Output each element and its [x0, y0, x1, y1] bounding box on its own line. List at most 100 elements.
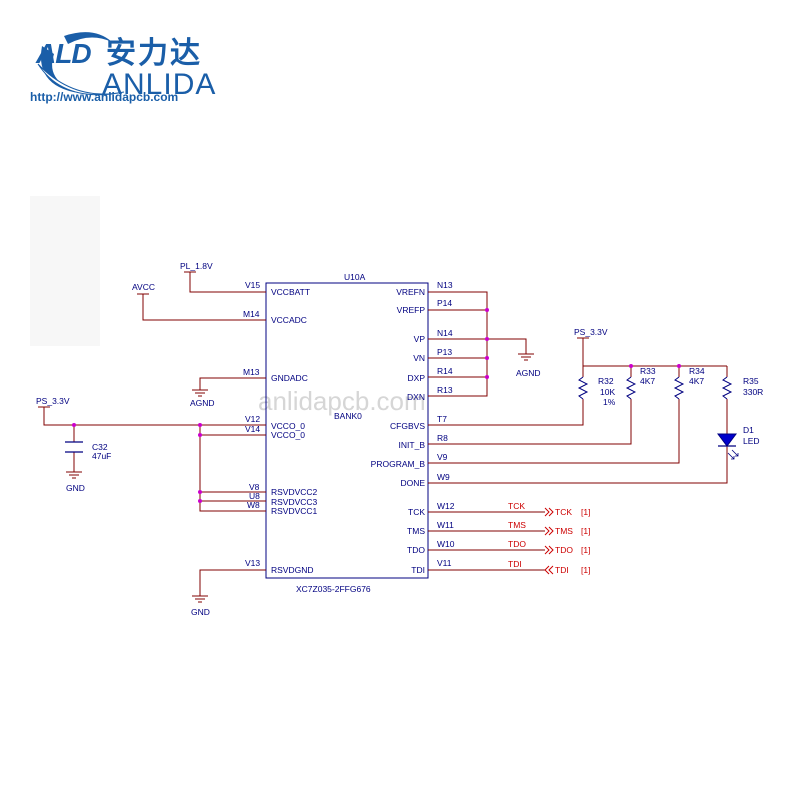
- chip-bank: BANK0: [334, 411, 362, 421]
- pin-name-tdo: TDO: [407, 545, 425, 555]
- pin-num-m14: M14: [243, 309, 260, 319]
- r32-tol: 1%: [603, 397, 616, 407]
- pin-num-v14: V14: [245, 424, 260, 434]
- pl-1v8-label: PL_1.8V: [180, 261, 213, 271]
- logo[interactable]: ALD 安力达 ANLIDA http://www.anlidapcb.com: [24, 14, 217, 109]
- page-ref-tdi: [1]: [581, 565, 590, 575]
- pin-num-r8: R8: [437, 433, 448, 443]
- port-tdi-icon[interactable]: [544, 565, 554, 575]
- resistor-r35[interactable]: [721, 376, 733, 400]
- pin-num-v12: V12: [245, 414, 260, 424]
- page-ref-tck: [1]: [581, 507, 590, 517]
- pin-name-rsvdvcc1: RSVDVCC1: [271, 506, 318, 516]
- port-tms: TMS: [555, 526, 573, 536]
- pin-num-v11: V11: [437, 558, 452, 568]
- pin-name-vccbatt: VCCBATT: [271, 287, 310, 297]
- pin-num-t7: T7: [437, 414, 447, 424]
- pin-num-r14: R14: [437, 366, 453, 376]
- r34-val: 4K7: [689, 376, 704, 386]
- pin-name-vcco0-b: VCCO_0: [271, 430, 305, 440]
- pin-name-rsvdgnd: RSVDGND: [271, 565, 314, 575]
- pin-num-w10: W10: [437, 539, 455, 549]
- pin-num-v8: V8: [249, 482, 260, 492]
- pin-num-u8: U8: [249, 491, 260, 501]
- r35-val: 330R: [743, 387, 763, 397]
- ground-icon: [66, 353, 534, 603]
- port-tck-icon[interactable]: [544, 507, 554, 517]
- d1-val: LED: [743, 436, 760, 446]
- port-tdi: TDI: [555, 565, 569, 575]
- pin-num-p14: P14: [437, 298, 452, 308]
- pin-num-n14: N14: [437, 328, 453, 338]
- net-tdi: TDI: [508, 559, 522, 569]
- pin-num-p13: P13: [437, 347, 452, 357]
- pin-num-w9: W9: [437, 472, 450, 482]
- gnd-label-2: GND: [191, 607, 210, 617]
- port-tms-icon[interactable]: [544, 526, 554, 536]
- logo-swoosh-icon: [37, 32, 125, 96]
- pin-num-w8: W8: [247, 500, 260, 510]
- c32-val: 47uF: [92, 451, 111, 461]
- resistor-r34[interactable]: [673, 376, 685, 400]
- watermark: anlidapcb.com: [258, 386, 426, 416]
- pin-name-init-b: INIT_B: [399, 440, 426, 450]
- net-tdo: TDO: [508, 539, 526, 549]
- wires: [43, 272, 728, 596]
- pin-num-v13: V13: [245, 558, 260, 568]
- page-ref-tms: [1]: [581, 526, 590, 536]
- net-tck: TCK: [508, 501, 525, 511]
- pin-name-rsvdvcc3: RSVDVCC3: [271, 497, 318, 507]
- pin-name-vcco0-a: VCCO_0: [271, 421, 305, 431]
- agnd-label-1: AGND: [190, 398, 215, 408]
- r32-ref: R32: [598, 376, 614, 386]
- port-tdo: TDO: [555, 545, 573, 555]
- chip-part: XC7Z035-2FFG676: [296, 584, 371, 594]
- agnd-label-2: AGND: [516, 368, 541, 378]
- pin-name-done: DONE: [400, 478, 425, 488]
- pin-name-vn: VN: [413, 353, 425, 363]
- pin-num-w12: W12: [437, 501, 455, 511]
- port-tdo-icon[interactable]: [544, 545, 554, 555]
- led-d1-icon[interactable]: [717, 433, 739, 460]
- avcc-label: AVCC: [132, 282, 155, 292]
- pin-name-tdi: TDI: [411, 565, 425, 575]
- chip-ref: U10A: [344, 272, 366, 282]
- resistor-r33[interactable]: [625, 376, 637, 400]
- pin-name-program-b: PROGRAM_B: [371, 459, 426, 469]
- pin-name-vccadc: VCCADC: [271, 315, 307, 325]
- net-tms: TMS: [508, 520, 526, 530]
- logo-url[interactable]: http://www.anlidapcb.com: [30, 90, 179, 104]
- d1-ref: D1: [743, 425, 754, 435]
- logo-chinese: 安力达: [106, 36, 202, 71]
- r35-ref: R35: [743, 376, 759, 386]
- logo-name: ANLIDA: [102, 68, 217, 101]
- pin-num-v15: V15: [245, 280, 260, 290]
- r33-val: 4K7: [640, 376, 655, 386]
- pin-name-vrefn: VREFN: [396, 287, 425, 297]
- pin-name-vp: VP: [414, 334, 426, 344]
- resistor-r32[interactable]: [577, 376, 589, 400]
- blank-region: [30, 196, 100, 346]
- pin-name-rsvdvcc2: RSVDVCC2: [271, 487, 318, 497]
- chip-body[interactable]: [265, 282, 429, 579]
- ps-3v3-right-label: PS_3.3V: [574, 327, 608, 337]
- pin-name-cfgbvs: CFGBVS: [390, 421, 425, 431]
- pin-name-vrefp: VREFP: [397, 305, 426, 315]
- r34-ref: R34: [689, 366, 705, 376]
- pin-num-r13: R13: [437, 385, 453, 395]
- capacitor-c32[interactable]: [65, 441, 83, 453]
- pin-num-w11: W11: [437, 520, 454, 530]
- junctions: [72, 308, 681, 503]
- r32-val: 10K: [600, 387, 615, 397]
- ps-3v3-left-label: PS_3.3V: [36, 396, 70, 406]
- r33-ref: R33: [640, 366, 656, 376]
- logo-abbr: ALD: [36, 38, 92, 69]
- pin-name-dxp: DXP: [408, 373, 426, 383]
- c32-ref: C32: [92, 442, 108, 452]
- pin-name-tck: TCK: [408, 507, 425, 517]
- pin-name-tms: TMS: [407, 526, 425, 536]
- pin-num-m13: M13: [243, 367, 260, 377]
- page-ref-tdo: [1]: [581, 545, 590, 555]
